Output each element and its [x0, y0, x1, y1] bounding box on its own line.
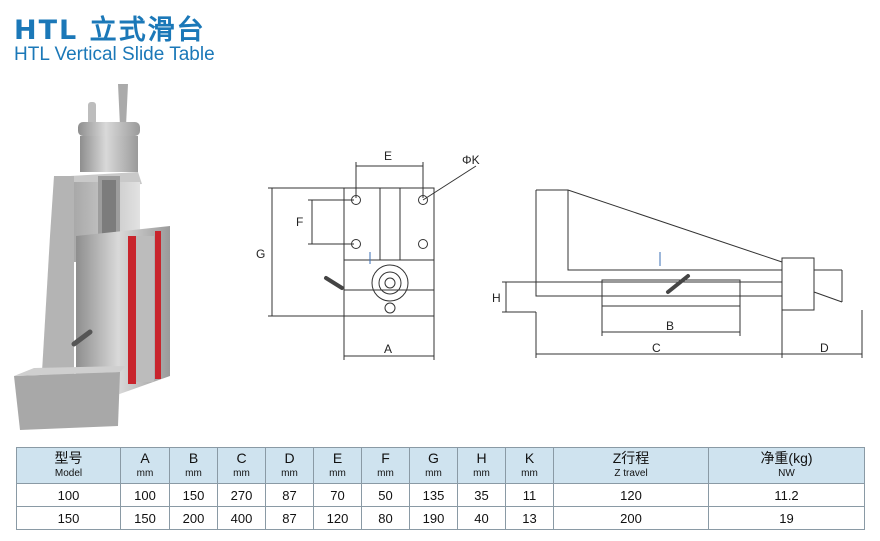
cell: 70 [313, 483, 362, 507]
cell: 87 [265, 483, 314, 507]
col-nw: 净重(kg)NW [708, 447, 865, 484]
front-view-drawing: E ΦK F G A [256, 149, 480, 360]
cell: 19 [708, 506, 865, 530]
side-view-drawing: H B C D [492, 189, 863, 358]
cell: 200 [169, 506, 218, 530]
cell: 150 [120, 506, 170, 530]
product-photo [14, 84, 170, 430]
cell: 190 [409, 506, 458, 530]
cell: 120 [553, 483, 709, 507]
cell: 400 [217, 506, 266, 530]
dim-label-d: D [820, 341, 829, 355]
dim-label-b: B [666, 319, 674, 333]
cell: 120 [313, 506, 362, 530]
dim-label-c: C [652, 341, 661, 355]
cell: 50 [361, 483, 410, 507]
table-row: 100 100 150 270 87 70 50 135 35 11 120 1… [16, 483, 865, 507]
table-row: 150 150 200 400 87 120 80 190 40 13 200 … [16, 506, 865, 530]
dim-label-e: E [384, 149, 392, 163]
cell: 135 [409, 483, 458, 507]
page-title-en: HTL Vertical Slide Table [14, 44, 215, 65]
dim-label-f: F [296, 215, 303, 229]
cell: 150 [169, 483, 218, 507]
cell: 13 [505, 506, 554, 530]
cell: 100 [120, 483, 170, 507]
cell: 11.2 [708, 483, 865, 507]
cell: 270 [217, 483, 266, 507]
cell: 100 [16, 483, 121, 507]
cell: 80 [361, 506, 410, 530]
cell: 150 [16, 506, 121, 530]
dim-label-g: G [256, 247, 265, 261]
cell: 35 [457, 483, 506, 507]
cell: 87 [265, 506, 314, 530]
dim-label-h: H [492, 291, 501, 305]
page-title-cn: HTL 立式滑台 [14, 15, 206, 46]
cell: 40 [457, 506, 506, 530]
cell: 200 [553, 506, 709, 530]
cell: 11 [505, 483, 554, 507]
dim-label-a: A [384, 342, 392, 356]
dim-label-k: ΦK [462, 153, 480, 167]
